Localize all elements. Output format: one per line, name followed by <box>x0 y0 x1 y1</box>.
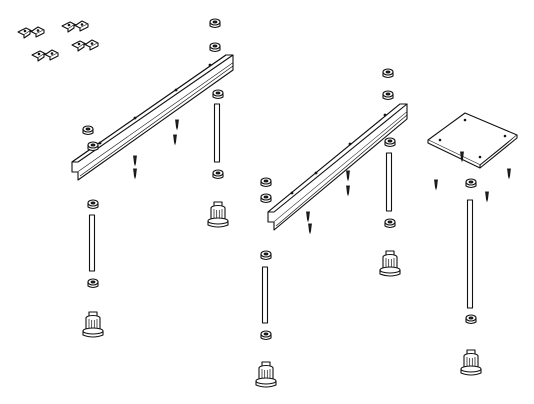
screw <box>172 134 178 145</box>
clip-4 <box>71 39 99 52</box>
leg-assembly-3 <box>255 250 277 388</box>
clip-set <box>17 20 99 62</box>
screw <box>132 155 138 166</box>
clip-1 <box>17 26 45 39</box>
nut <box>212 89 224 100</box>
nut <box>465 314 477 325</box>
nut <box>260 177 272 188</box>
nut <box>87 278 99 289</box>
leg-assembly-1 <box>82 199 104 338</box>
nut <box>87 141 99 152</box>
nut <box>87 199 99 210</box>
leveling-foot <box>460 349 482 376</box>
screw <box>132 168 138 179</box>
nut <box>260 330 272 341</box>
nut <box>465 178 477 189</box>
screw <box>484 191 490 202</box>
leveling-foot <box>82 311 104 338</box>
nut <box>209 18 221 29</box>
screw <box>345 170 351 181</box>
screw <box>307 223 313 234</box>
screw <box>174 119 180 130</box>
leveling-foot <box>207 201 229 228</box>
clip-3 <box>31 49 59 62</box>
leg-assembly-2 <box>207 89 229 228</box>
threaded-rod <box>466 199 474 309</box>
leg-assembly-4 <box>379 137 401 277</box>
threaded-rod <box>213 103 221 163</box>
threaded-rod <box>88 214 96 272</box>
threaded-rod <box>385 152 393 212</box>
nut <box>212 169 224 180</box>
screw <box>506 168 512 179</box>
nut <box>209 42 221 53</box>
rail-middle <box>267 103 408 231</box>
threaded-rod <box>261 266 269 324</box>
leg-assembly-5 <box>460 178 482 376</box>
nut <box>260 193 272 204</box>
nut <box>384 218 396 229</box>
mounting-plate <box>427 112 518 169</box>
nut <box>82 125 94 136</box>
screw <box>305 211 311 222</box>
nut <box>260 250 272 261</box>
rail-left <box>71 54 234 181</box>
leveling-foot <box>255 361 277 388</box>
nut <box>382 90 394 101</box>
screw <box>345 185 351 196</box>
leveling-foot <box>379 250 401 277</box>
clip-2 <box>61 20 89 33</box>
nut <box>384 137 396 148</box>
nut <box>382 68 394 79</box>
